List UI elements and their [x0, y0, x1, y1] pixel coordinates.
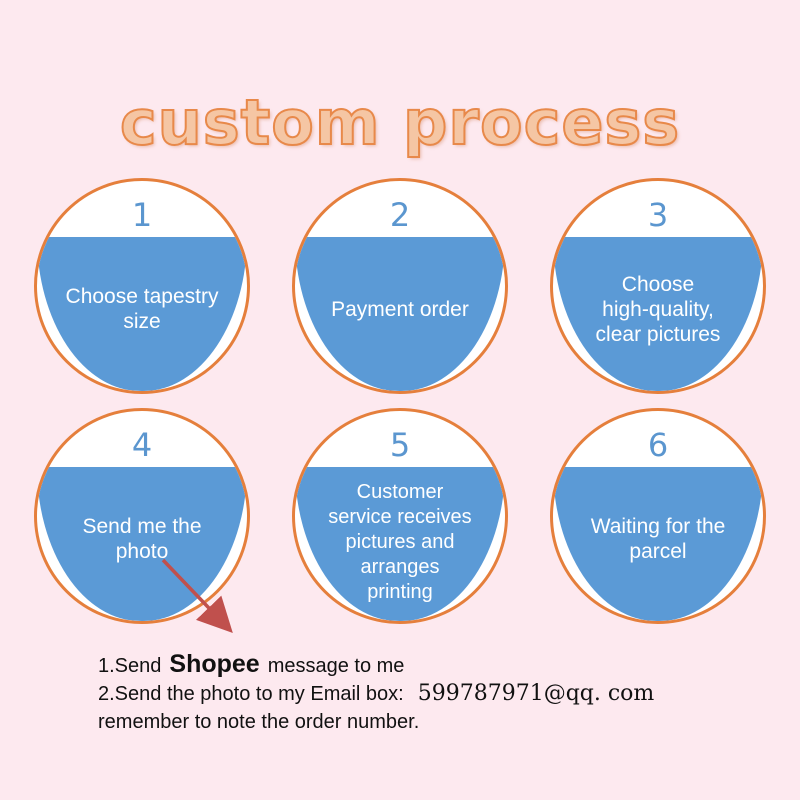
instruction-text: remember to note the order number.: [98, 711, 420, 733]
step-label: Waiting for the parcel: [590, 515, 726, 563]
instruction-text: message to me: [267, 655, 405, 677]
step-circle: 4 Send me the photo: [34, 408, 250, 624]
step-number: 3: [647, 196, 669, 234]
email-address: 599787971@qq. com: [417, 681, 655, 706]
step-number: 1: [131, 196, 153, 234]
step-label: Payment order: [331, 297, 469, 321]
instruction-line-3: remember to note the order number.: [98, 708, 654, 736]
instruction-line-2: 2.Send the photo to my Email box: 5997879…: [98, 680, 654, 708]
instruction-line-1: 1.Send Shopee message to me: [98, 650, 654, 680]
step-label: Send me the photo: [82, 515, 202, 563]
step-4: 4 Send me the photo: [34, 408, 256, 630]
step-label: Customer service receives pictures and a…: [328, 480, 472, 603]
instructions: 1.Send Shopee message to me 2.Send the pho…: [98, 650, 654, 736]
step-circle: 3 Choose high-quality, clear pictures: [550, 178, 766, 394]
step-label: Choose tapestry size: [65, 285, 219, 333]
step-5: 5 Customer service receives pictures and…: [292, 408, 514, 630]
step-2: 2 Payment order: [292, 178, 514, 400]
step-label: Choose high-quality, clear pictures: [595, 272, 721, 346]
step-1: 1 Choose tapestry size: [34, 178, 256, 400]
step-circle: 6 Waiting for the parcel: [550, 408, 766, 624]
step-6: 6 Waiting for the parcel: [550, 408, 772, 630]
instruction-text: 1.Send: [98, 655, 162, 677]
step-circle: 2 Payment order: [292, 178, 508, 394]
step-number: 4: [131, 426, 153, 464]
step-circle: 5 Customer service receives pictures and…: [292, 408, 508, 624]
step-circle: 1 Choose tapestry size: [34, 178, 250, 394]
step-number: 2: [389, 196, 411, 234]
step-number: 5: [389, 426, 411, 464]
page-title: custom process: [119, 86, 681, 159]
step-number: 6: [647, 426, 669, 464]
step-3: 3 Choose high-quality, clear pictures: [550, 178, 772, 400]
shopee-brand: Shopee: [169, 650, 260, 678]
instruction-text: 2.Send the photo to my Email box:: [98, 683, 404, 705]
step-fill: Customer service receives pictures and a…: [295, 467, 505, 621]
